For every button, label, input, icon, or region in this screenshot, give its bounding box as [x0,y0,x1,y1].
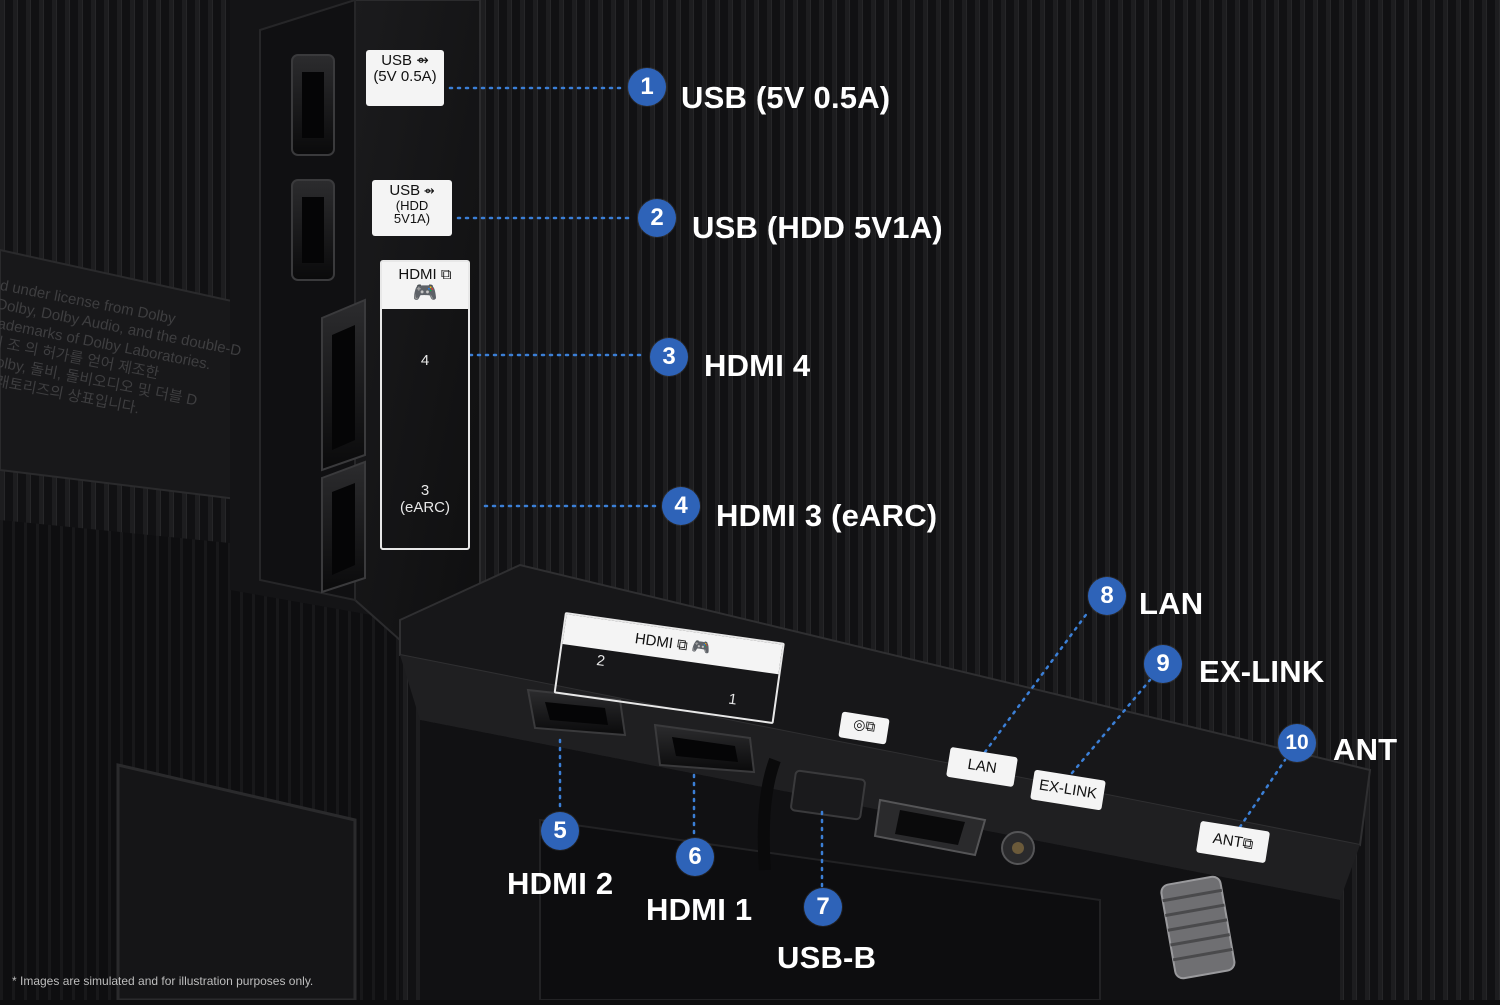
hdmi-bottom-label-2: 2 [595,651,607,670]
callout-3-label: HDMI 4 [704,348,811,383]
input-switch-icon: ⧉ [864,717,877,735]
callout-2-label: USB (HDD 5V1A) [692,210,943,245]
callout-4-badge: 4 [662,487,700,525]
callout-1-label: USB (5V 0.5A) [681,80,891,115]
callout-1-badge: 1 [628,68,666,106]
usb2-tag-line1: USB ⇴ [389,182,435,199]
callout-9-badge: 9 [1144,645,1182,683]
callout-7-label: USB-B [777,940,877,975]
usb2-tag-line2: (HDD 5V1A) [393,197,431,227]
callout-5-label: HDMI 2 [507,866,614,901]
input-switch-icon: ⧉ [675,635,689,655]
hdmi-side-header: HDMI ⧉ 🎮 [382,262,468,309]
usb1-port-tag: USB ⇴ (5V 0.5A) [366,50,444,106]
usb1-tag-line1: USB ⇴ [381,52,429,69]
hdmi-bottom-label-1: 1 [727,690,738,709]
usb-symbol-icon: ⇴ [416,52,429,69]
callout-2-badge: 2 [638,199,676,237]
hdmi-side-plate: HDMI ⧉ 🎮 4 3 (eARC) [380,260,470,550]
callout-7-badge: 7 [804,888,842,926]
usb-symbol-icon: ⇴ [423,183,435,198]
input-switch-icon: ⧉ [440,266,452,283]
input-switch-icon: ⧉ [1241,834,1255,854]
callout-6-badge: 6 [676,838,714,876]
leader-lines [448,86,1287,890]
game-controller-icon: 🎮 [412,282,438,304]
callout-5-badge: 5 [541,812,579,850]
hdmi-side-label-3: 3 (eARC) [399,482,450,516]
game-controller-icon: 🎮 [690,638,712,658]
hdmi-side-label-4: 4 [420,352,430,369]
callout-9-label: EX-LINK [1199,654,1325,689]
callout-3-badge: 3 [650,338,688,376]
disclaimer-text: * Images are simulated and for illustrat… [12,974,314,988]
callout-10-label: ANT [1333,732,1398,767]
callout-8-label: LAN [1139,586,1204,621]
callout-8-badge: 8 [1088,577,1126,615]
callout-10-badge: 10 [1278,724,1316,762]
callout-4-label: HDMI 3 (eARC) [716,498,938,533]
callout-6-label: HDMI 1 [646,892,753,927]
usb2-port-tag: USB ⇴ (HDD 5V1A) [372,180,452,236]
usb1-tag-line2: (5V 0.5A) [373,67,437,85]
